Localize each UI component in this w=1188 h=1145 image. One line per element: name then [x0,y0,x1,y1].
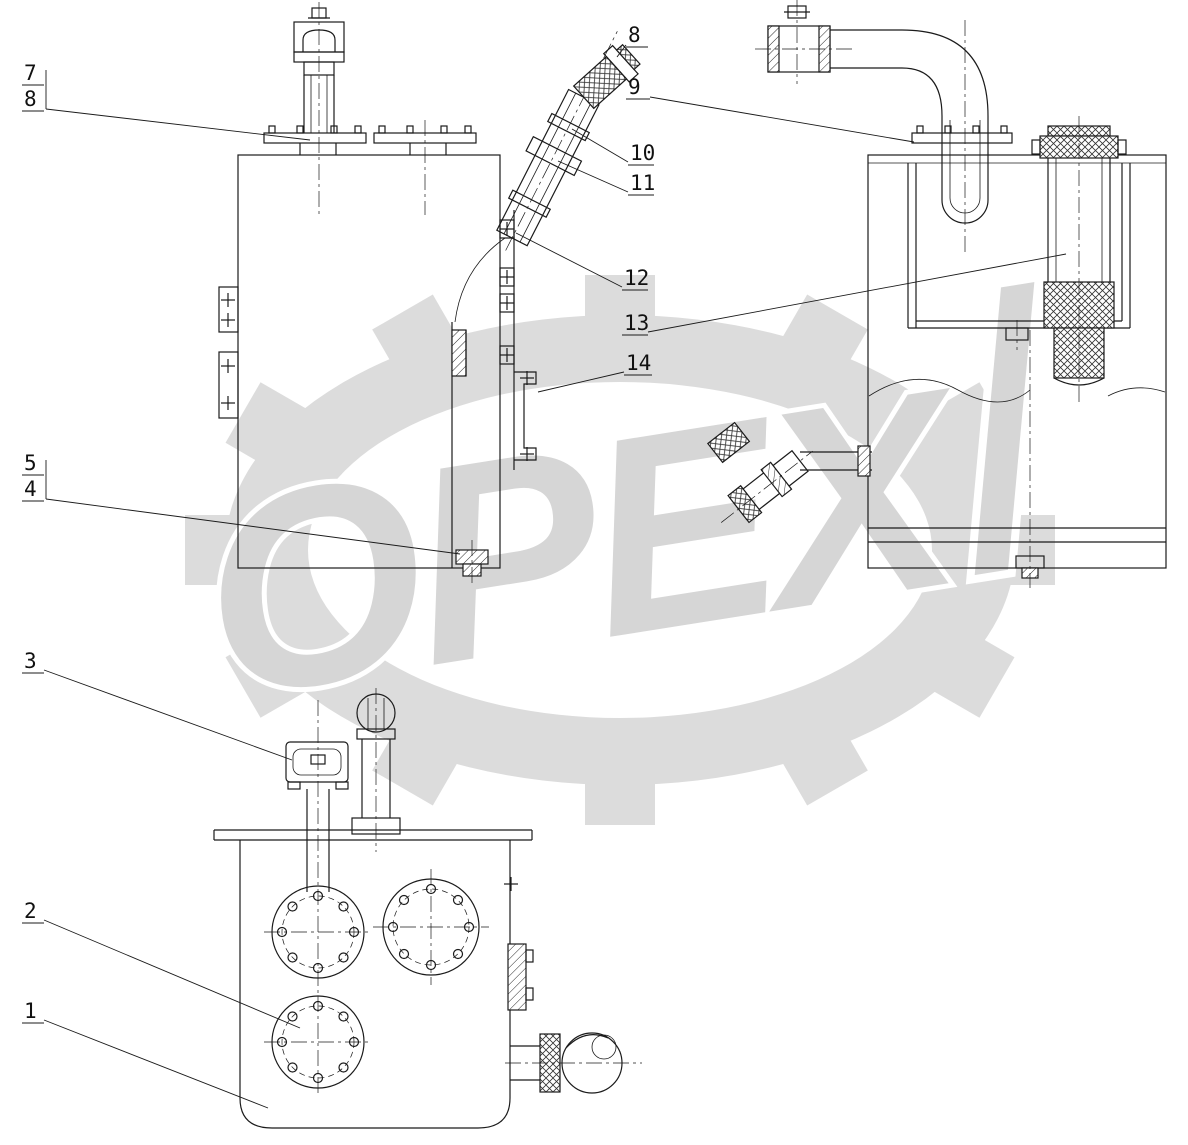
callout-11-label: 11 [630,171,655,195]
filter-assembly [1031,116,1127,402]
callout-8-left-label: 8 [24,87,37,111]
view-front-tank [213,688,642,1129]
return-pipe [755,0,989,252]
flange-circle-a [264,885,372,979]
callout-13-label: 13 [624,311,649,335]
mount-bracket-lower [218,351,239,419]
callout-8-mid-label: 8 [628,23,641,47]
pump-assembly [505,1032,642,1094]
flange-circle-b [373,869,489,985]
flange-circle-c [264,995,372,1096]
elbow-connector [572,43,641,110]
leader-3 [43,669,293,761]
callout-5-label: 5 [24,451,37,475]
left-tank-drain [455,540,489,584]
callout-1-label: 1 [24,999,37,1023]
callout-7-label: 7 [24,61,37,85]
top-flange-2 [373,120,477,215]
suction-pipe-assembly [496,31,641,251]
side-bracket [514,370,537,462]
leader-14 [537,371,625,393]
chamber-plug [1005,320,1029,350]
callout-12-label: 12 [624,266,649,290]
callout-14-label: 14 [626,351,651,375]
filler-breather [293,2,345,215]
callout-3-label: 3 [24,649,37,673]
leader-10 [571,128,629,163]
internal-baffle [451,237,506,568]
view-right-tank-section [706,0,1167,588]
leader-1 [43,1019,269,1109]
leader-13 [647,253,1067,333]
leader-9 [649,96,915,143]
leader-4-5 [45,498,461,555]
side-pads [499,210,515,470]
return-pipe-flange [911,125,1013,144]
mount-bracket-upper [218,286,239,333]
callout-2-label: 2 [24,899,37,923]
breather-assembly [285,700,349,996]
view-left-tank [218,2,641,584]
watermark-slash [965,272,1044,585]
leader-2 [43,919,301,1029]
leader-7-8 [45,108,311,141]
leader-11 [557,160,629,193]
leader-12 [515,232,623,288]
callout-10-label: 10 [630,141,655,165]
filler-cap-assembly [351,688,401,852]
floor-curve-right [1107,387,1166,397]
leader-8-mid [616,44,627,58]
floor-curve-left [868,379,1031,403]
side-suction-fitting [706,421,872,524]
side-gauge [507,943,534,1011]
callout-4-label: 4 [24,477,37,501]
callouts: 7 8 8 9 10 11 12 13 14 5 4 [22,23,1067,1109]
callout-9-label: 9 [628,75,641,99]
